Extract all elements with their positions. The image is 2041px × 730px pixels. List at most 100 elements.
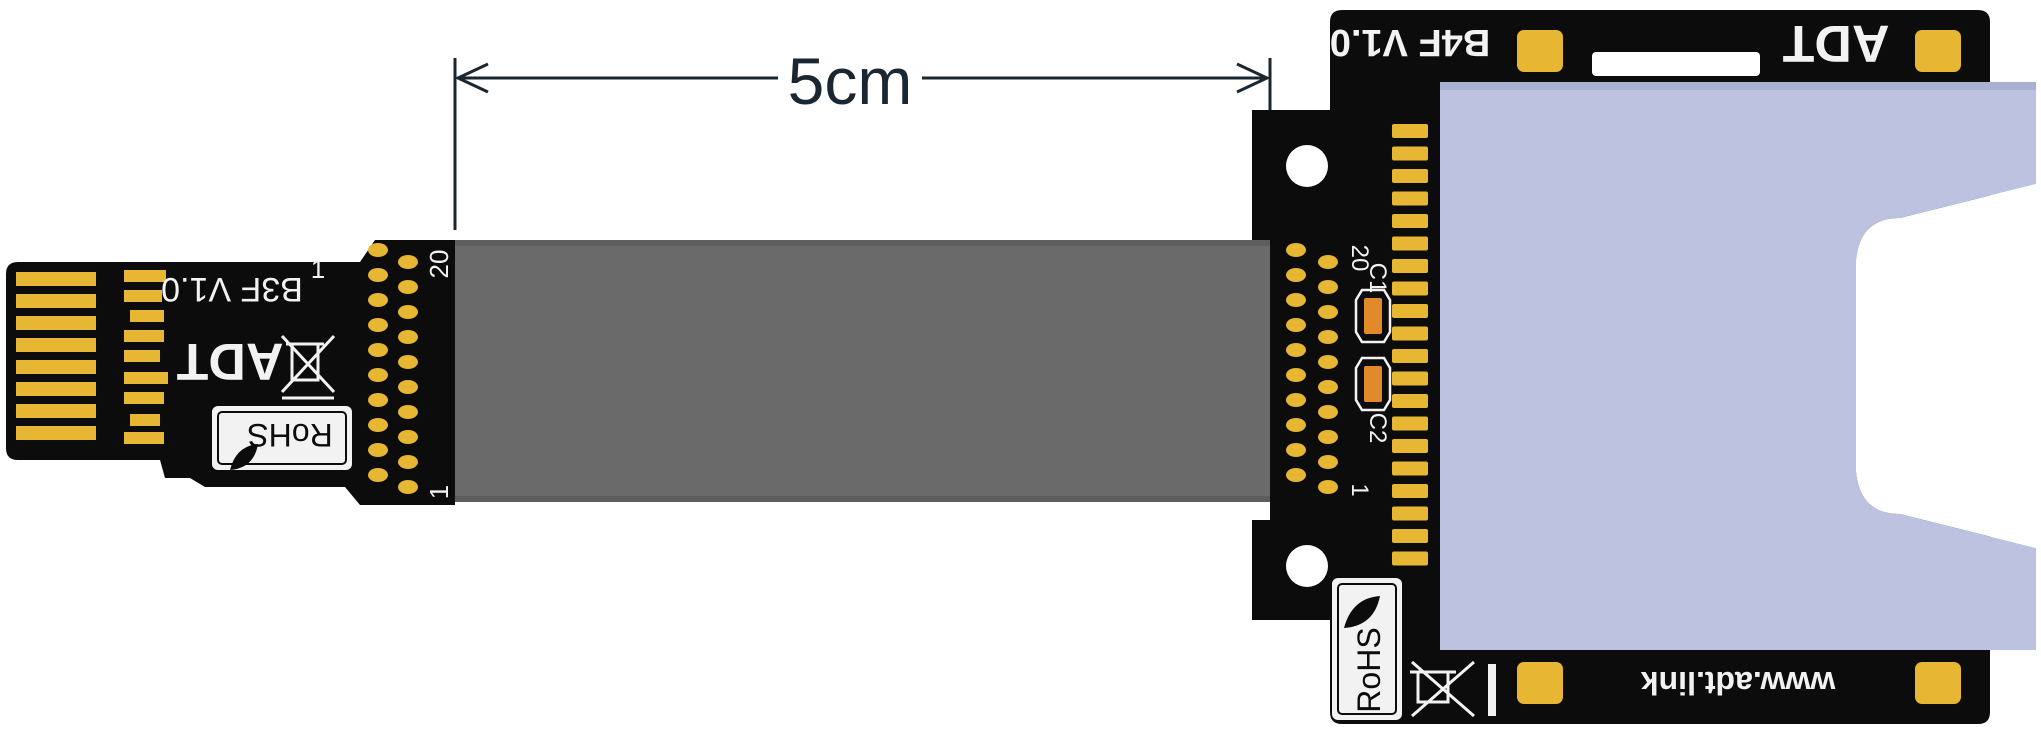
solder-pad (1318, 455, 1338, 469)
solder-pad (1286, 418, 1306, 432)
solder-pad (1286, 293, 1306, 307)
connector-pad (1392, 281, 1428, 296)
solder-pad (1286, 443, 1306, 457)
right-rohs-badge: RoHS (1332, 578, 1402, 720)
dimension-arrow-right (1236, 62, 1271, 94)
right-website: www.adt.link (1641, 665, 1837, 701)
sd-card-notch (1856, 184, 2036, 548)
left-rohs-badge: RoHS (212, 406, 352, 470)
right-silk-bar (1488, 664, 1496, 716)
microsd-trace (130, 414, 160, 426)
left-brand: ADT (176, 332, 283, 390)
solder-pad (1318, 355, 1338, 369)
connector-pad (1392, 484, 1428, 498)
right-leaf-icon (1344, 596, 1380, 628)
board-slot (1592, 52, 1760, 76)
microsd-trace (124, 270, 166, 282)
corner-pad-bottom-left (1517, 662, 1563, 704)
solder-pad (1286, 268, 1306, 282)
solder-pad (398, 255, 418, 269)
right-pin-last-group: 20 (1346, 245, 1373, 272)
solder-pad (1318, 280, 1338, 294)
microsd-contact-traces (124, 270, 168, 444)
microsd-trace (124, 392, 164, 404)
solder-pad (368, 368, 388, 382)
connector-pad (1392, 214, 1428, 228)
microsd-trace (124, 330, 164, 342)
corner-pad-bottom-right (1915, 662, 1961, 704)
solder-pad (1318, 480, 1338, 494)
microsd-finger (16, 338, 96, 352)
connector-pad (1392, 416, 1428, 431)
sd-connector-pads (1392, 124, 1428, 566)
microsd-trace (130, 310, 164, 322)
solder-pad (398, 480, 418, 494)
solder-pad (1286, 468, 1306, 482)
solder-pad (398, 330, 418, 344)
left-brand-group: ADT (176, 332, 283, 390)
corner-pad-top-right (1915, 30, 1961, 72)
solder-pad (368, 293, 388, 307)
connector-pad (1392, 349, 1428, 363)
connector-pad (1392, 394, 1428, 408)
left-rohs-text: RoHS (247, 417, 332, 453)
sd-card (1440, 82, 2036, 650)
connector-pad (1392, 259, 1428, 273)
microsd-finger (16, 360, 96, 374)
connector-pad (1392, 236, 1428, 251)
connector-pad (1392, 461, 1428, 476)
microsd-finger (16, 294, 96, 308)
microsd-finger (16, 382, 96, 396)
connector-pad (1392, 506, 1428, 521)
left-pin-last: 20 (424, 250, 454, 279)
solder-pad (1318, 305, 1338, 319)
right-solder-pads (1286, 243, 1338, 494)
solder-pad (368, 243, 388, 257)
right-version-text: B4F V1.0 (1330, 21, 1491, 63)
microsd-finger (16, 272, 96, 286)
ribbon-cable-edge-top (450, 240, 1272, 246)
connector-pad (1392, 326, 1428, 341)
capacitor-c1 (1354, 288, 1392, 344)
connector-pad (1392, 439, 1428, 453)
solder-pad (368, 393, 388, 407)
cap-c2-label-group: C2 (1364, 413, 1391, 444)
solder-pad (1286, 343, 1306, 357)
left-pin-last-group: 20 (424, 250, 454, 279)
right-version-group: B4F V1.0 (1330, 21, 1491, 63)
solder-pad (398, 455, 418, 469)
right-brand-group: ADT (1782, 14, 1889, 72)
right-pin-first: 1 (1346, 483, 1373, 496)
cap-c1-label-group: C1 (1364, 263, 1391, 294)
solder-pad (1286, 368, 1306, 382)
solder-pad (1286, 318, 1306, 332)
solder-pad (1318, 255, 1338, 269)
connector-pad (1392, 529, 1428, 543)
microsd-trace (124, 290, 162, 302)
right-rohs-text: RoHS (1351, 627, 1387, 712)
microsd-finger (16, 316, 96, 330)
solder-pad (1318, 380, 1338, 394)
right-pin-first-group: 1 (1346, 483, 1373, 496)
solder-pad (1318, 405, 1338, 419)
dimension-label: 5cm (788, 44, 913, 118)
connector-pad (1392, 304, 1428, 318)
solder-pad (368, 443, 388, 457)
connector-pad (1392, 124, 1428, 138)
microsd-trace (124, 350, 160, 362)
microsd-trace (124, 432, 164, 444)
right-brand: ADT (1782, 14, 1889, 72)
microsd-finger (16, 404, 96, 418)
cap-c2-label: C2 (1364, 413, 1391, 444)
left-pin-first: 1 (424, 485, 454, 499)
left-solder-pads (368, 243, 418, 494)
connector-pad (1392, 169, 1428, 183)
right-website-group: www.adt.link (1641, 665, 1837, 701)
dimension-annotation: 5cm (453, 44, 1272, 230)
left-version-text: B3F V1.0 (161, 270, 303, 308)
ribbon-cable (450, 240, 1272, 502)
mounting-hole-bottom (1286, 545, 1328, 587)
microsd-contact-fingers (16, 272, 96, 440)
solder-pad (368, 268, 388, 282)
